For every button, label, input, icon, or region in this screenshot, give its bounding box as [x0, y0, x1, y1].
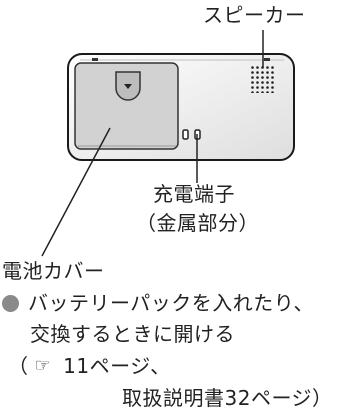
- top-mark-left: [92, 58, 98, 61]
- speaker-label: スピーカー: [203, 3, 306, 27]
- ref-page-text: 11ページ、: [63, 354, 171, 378]
- battery-cover-label: 電池カバー: [2, 259, 105, 283]
- battery-cover: [74, 62, 179, 150]
- manual-reference-text: 取扱説明書32ページ）: [122, 386, 333, 410]
- note-bullet-item: バッテリーパックを入れたり、: [2, 290, 314, 316]
- ref-open-paren: （: [8, 354, 29, 378]
- bullet-icon: [2, 294, 19, 312]
- speaker-grill: [249, 66, 276, 93]
- cover-leader-line: [41, 127, 111, 257]
- charging-terminal-sublabel: （金属部分）: [136, 211, 259, 235]
- top-mark-right: [264, 58, 270, 61]
- note-text-1: バッテリーパックを入れたり、: [28, 291, 314, 315]
- page-reference: （ ☞ 11ページ、: [8, 353, 171, 379]
- reference-pointer-icon: ☞: [34, 355, 52, 376]
- latch-arrow-icon: [124, 84, 132, 89]
- charging-terminal-left: [182, 129, 189, 140]
- charging-terminal-label: 充電端子: [153, 182, 235, 206]
- note-text-2: 交換するときに開ける: [30, 322, 235, 346]
